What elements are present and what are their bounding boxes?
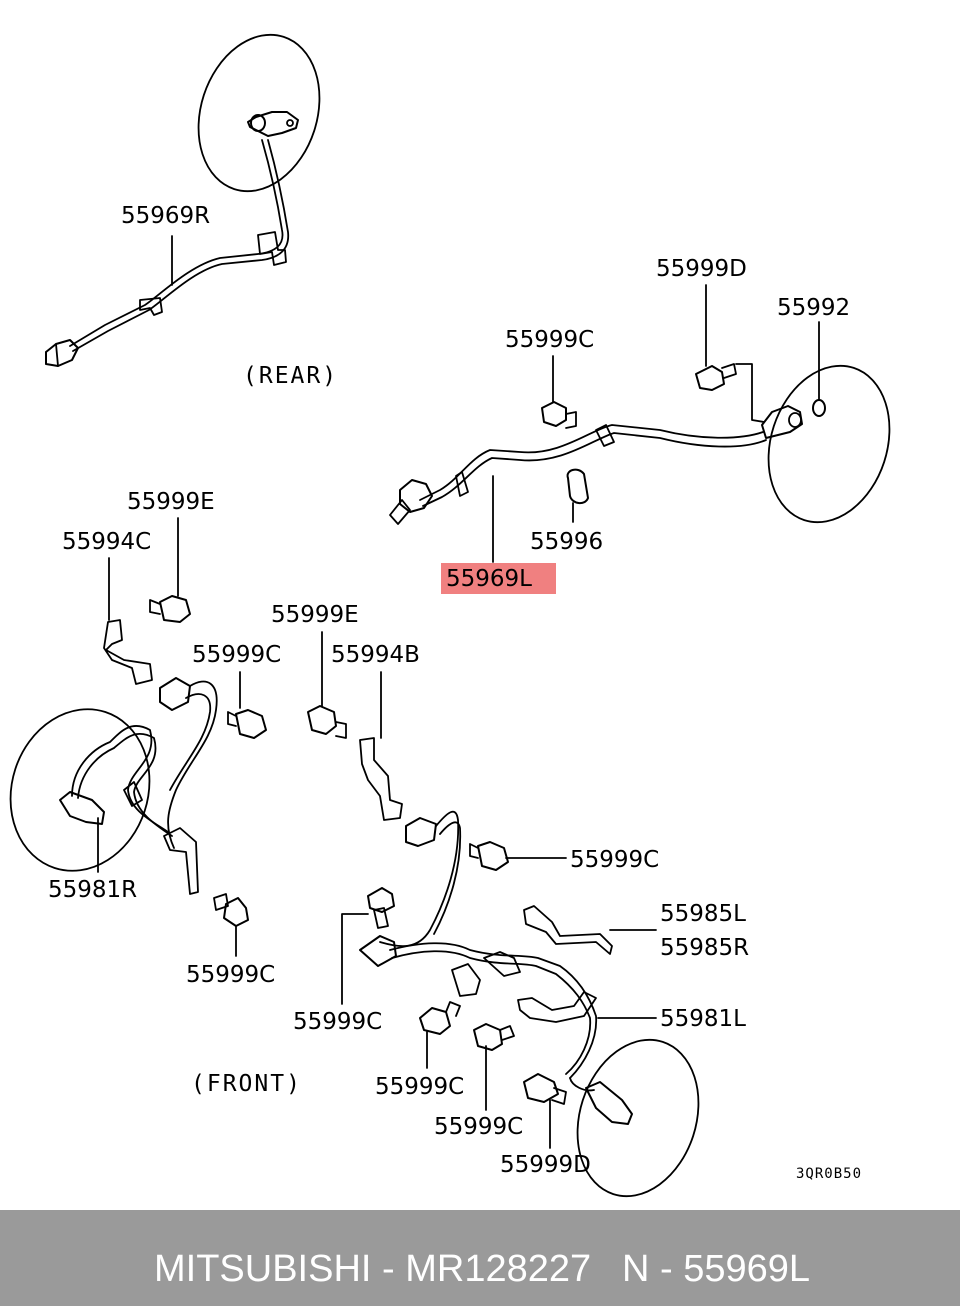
label-55999C-low2: 55999C — [434, 1114, 524, 1140]
footer-brand-part-number: MITSUBISHI - MR128227 — [154, 1248, 592, 1290]
label-55985R: 55985R — [660, 935, 750, 961]
label-55999E-mid: 55999E — [271, 602, 359, 628]
rear-left-sensor-group — [389, 284, 891, 563]
label-55999C-low: 55999C — [375, 1074, 465, 1100]
label-55969L-highlighted: 55969L — [446, 566, 532, 592]
o-ring-55992 — [812, 399, 826, 417]
label-55994B: 55994B — [331, 642, 420, 668]
diagram-drawing — [9, 33, 891, 1198]
footer-bar: MITSUBISHI - MR128227 N - 55969L — [0, 1210, 960, 1306]
rear-right-hub-outline — [197, 33, 321, 193]
highlight-box — [441, 563, 556, 594]
label-55985L: 55985L — [660, 901, 746, 927]
label-55981R: 55981R — [48, 877, 138, 903]
label-55999C-left: 55999C — [192, 642, 282, 668]
label-55996: 55996 — [530, 529, 604, 555]
label-55969R: 55969R — [121, 203, 211, 229]
front-left-sensor-group — [307, 631, 700, 1198]
section-front: (FRONT) — [191, 1071, 302, 1097]
label-55999D-bottom: 55999D — [500, 1152, 591, 1178]
label-55994C: 55994C — [62, 529, 152, 555]
parts-diagram: 55969R 55999D 55992 55999C (REAR) 55999E… — [9, 33, 891, 1198]
diagram-code: 3QR0B50 — [796, 1166, 863, 1182]
section-rear: (REAR) — [243, 363, 339, 389]
label-55999C-bottom-mid: 55999C — [293, 1009, 383, 1035]
footer-reference-number: N - 55969L — [622, 1248, 811, 1290]
label-55999C-bottom-left: 55999C — [186, 962, 276, 988]
label-55999C-right: 55999C — [570, 847, 660, 873]
front-right-hub-outline — [9, 708, 151, 872]
label-55999C-top: 55999C — [505, 327, 595, 353]
rear-right-sensor-group — [45, 33, 321, 367]
front-left-hub-outline — [576, 1038, 700, 1198]
label-55999D-top: 55999D — [656, 256, 747, 282]
label-55992: 55992 — [777, 295, 851, 321]
front-right-sensor-group — [9, 517, 267, 957]
label-55999E-left: 55999E — [127, 489, 215, 515]
rear-left-hub-outline — [767, 364, 891, 524]
label-55981L: 55981L — [660, 1006, 746, 1032]
clip-55996 — [566, 468, 589, 504]
